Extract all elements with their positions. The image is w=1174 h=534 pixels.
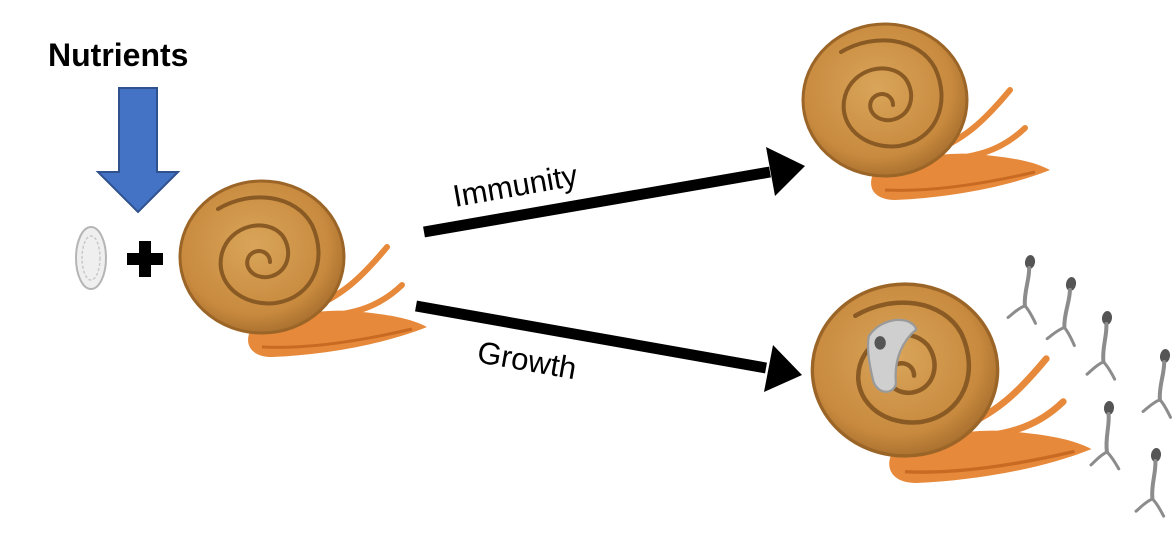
cercaria-icon xyxy=(1143,347,1174,417)
healthy-snail-icon xyxy=(803,24,1050,200)
growth-arrow xyxy=(416,306,802,392)
cercaria-icon xyxy=(1136,447,1171,517)
cercaria-icon xyxy=(1087,310,1122,380)
growth-label: Growth xyxy=(475,334,579,386)
cercaria-icon xyxy=(1008,253,1045,323)
snail-icon xyxy=(180,181,427,357)
nutrient-arrow xyxy=(98,88,178,212)
infected-snail-icon xyxy=(812,284,1091,483)
cercaria-icon xyxy=(1091,400,1124,469)
plus-label: + xyxy=(0,0,1,1)
parasite-egg-icon xyxy=(76,227,106,289)
nutrients-label: Nutrients xyxy=(48,37,188,73)
cercaria-group xyxy=(1008,253,1174,516)
cercaria-icon xyxy=(1047,275,1086,346)
plus-icon xyxy=(127,241,163,277)
